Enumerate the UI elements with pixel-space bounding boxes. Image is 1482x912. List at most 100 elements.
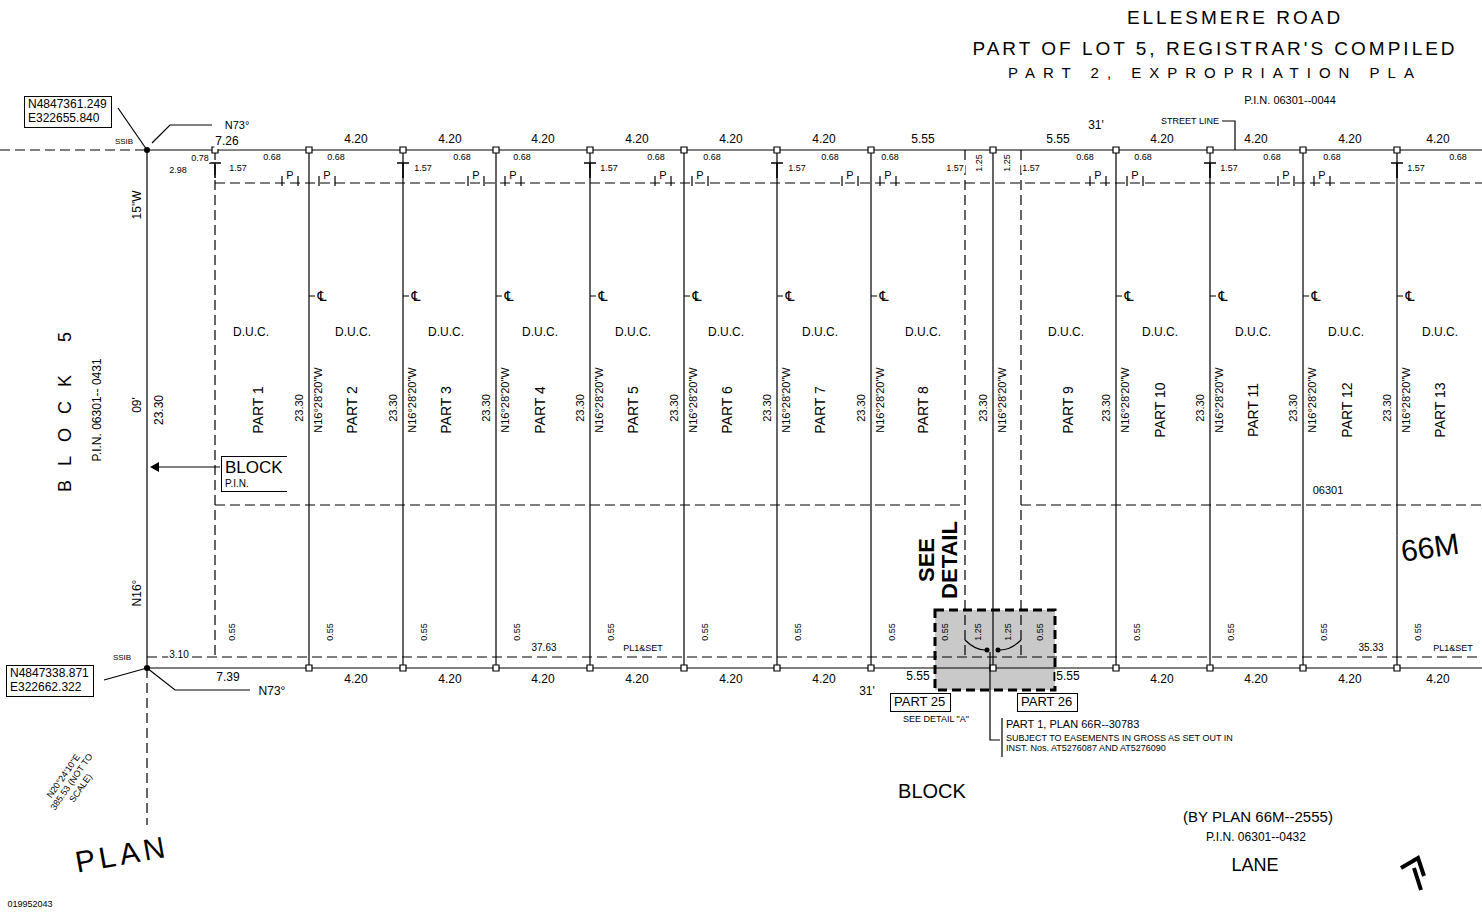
part-label: PART 7 — [812, 385, 828, 434]
lot-line — [309, 150, 1397, 668]
parking-mark: P — [322, 169, 331, 182]
unit-note: D.U.C. — [1141, 326, 1179, 340]
centre-line-mark: ℄ — [1311, 288, 1322, 304]
dimension: 37.63 — [530, 642, 557, 654]
dimension: 0.68 — [326, 152, 346, 162]
bearing: N16°28'20"W — [1400, 366, 1413, 433]
dimension: 1.25 — [973, 622, 983, 642]
monument-note: SSIB — [112, 653, 132, 662]
leader-line — [104, 108, 1235, 690]
bearing: N16° — [131, 579, 145, 608]
unit-note: D.U.C. — [334, 326, 372, 340]
dimension: 5.55 — [905, 670, 930, 684]
centre-line-mark: ℄ — [879, 288, 890, 304]
dimension: 23.30 — [387, 393, 400, 423]
dimension: 4.20 — [1149, 133, 1174, 147]
dimension: 1.25 — [1002, 153, 1012, 173]
block-label: BLOCK 5 — [55, 317, 76, 493]
centre-line-mark: ℄ — [1124, 288, 1135, 304]
dimension: 1.57 — [413, 163, 433, 173]
part-label: PART 2 — [344, 385, 360, 434]
dimension: 23.30 — [574, 393, 587, 423]
dimension: 0.55 — [227, 622, 237, 642]
parking-mark: P — [508, 169, 517, 182]
dimension: 4.20 — [343, 673, 368, 687]
bearing: N16°28'20"W — [1213, 366, 1226, 433]
parking-mark: P — [658, 169, 667, 182]
arrow-head — [150, 462, 159, 472]
bearing: N16°28'20"W — [499, 366, 512, 433]
plan-title: PART 2, EXPROPRIATION PLA — [1007, 64, 1423, 81]
dimension: 4.20 — [530, 133, 555, 147]
dimension: 4.20 — [718, 673, 743, 687]
unit-note: D.U.C. — [1421, 326, 1459, 340]
sheet-number: 019952043 — [6, 899, 53, 909]
dimension: 4.20 — [437, 133, 462, 147]
dimension: 23.30 — [1287, 393, 1300, 423]
part-box: PART 25 — [890, 693, 951, 712]
detail-point — [985, 648, 990, 653]
dimension: 4.20 — [1149, 673, 1174, 687]
monument-symbol — [212, 147, 1400, 671]
bearing: N73° — [258, 685, 287, 699]
dimension: 4.20 — [811, 133, 836, 147]
parking-mark: P — [1317, 169, 1326, 182]
dimension: 0.55 — [512, 622, 522, 642]
dimension: 0.55 — [700, 622, 710, 642]
dimension: 0.68 — [1075, 152, 1095, 162]
bearing: N16°28'20"W — [312, 366, 325, 433]
part-label: PART 9 — [1060, 385, 1076, 434]
dimension: 0.68 — [452, 152, 472, 162]
dimension: 23.30 — [153, 394, 167, 426]
dimension: 5.55 — [1045, 133, 1070, 147]
dimension: 0.68 — [820, 152, 840, 162]
part-label: PART 4 — [532, 385, 548, 434]
node-text: PART 25 — [894, 695, 947, 710]
centre-line-mark: ℄ — [504, 288, 515, 304]
plan-number: 66M — [1398, 527, 1463, 570]
pin-number: 06301 — [1312, 484, 1345, 497]
part-label: PART 6 — [719, 385, 735, 434]
dimension: 23.30 — [1100, 393, 1113, 423]
part-box: PART 26 — [1017, 693, 1078, 712]
node-text: BLOCK — [225, 458, 284, 478]
monument-note: SSIB — [114, 137, 134, 146]
parking-mark: P — [695, 169, 704, 182]
centre-leader — [309, 295, 1403, 296]
centre-line-mark: ℄ — [317, 288, 328, 304]
dimension: 0.68 — [646, 152, 666, 162]
dimension: 0.68 — [1262, 152, 1282, 162]
dimension: 4.20 — [530, 673, 555, 687]
easement-note: PART 1, PLAN 66R--30783 — [1005, 718, 1140, 731]
parking-mark: P — [883, 169, 892, 182]
dimension: 23.30 — [761, 393, 774, 423]
survey-bar — [144, 665, 150, 671]
parking-mark: P — [471, 169, 480, 182]
dimension: 5.55 — [910, 133, 935, 147]
dashed-line — [0, 150, 1482, 825]
dimension: 7.39 — [215, 671, 240, 685]
plan-label: PLAN — [72, 830, 173, 881]
centre-line-mark: ℄ — [411, 288, 422, 304]
pin-number: P.I.N. 06301--0432 — [1205, 831, 1307, 845]
dimension: 0.55 — [1035, 622, 1045, 642]
bearing: N16°28'20"W — [406, 366, 419, 433]
unit-note: D.U.C. — [427, 326, 465, 340]
dimension: 1.25 — [1003, 622, 1013, 642]
centre-line-mark: ℄ — [785, 288, 796, 304]
centre-line-mark: ℄ — [692, 288, 703, 304]
parking-tick — [282, 176, 1330, 186]
dimension: 0.78 — [190, 153, 210, 163]
unit-note: D.U.C. — [1234, 326, 1272, 340]
leader-note: STREET LINE — [1160, 116, 1220, 126]
part-label: PART 3 — [438, 385, 454, 434]
bearing: 09' — [131, 396, 145, 414]
unit-note: D.U.C. — [1047, 326, 1085, 340]
dimension: 35.33 — [1357, 642, 1384, 654]
dimension: 1.57 — [599, 163, 619, 173]
unit-note: D.U.C. — [521, 326, 559, 340]
unit-note: D.U.C. — [1327, 326, 1365, 340]
monument-note: PL1&SET — [1432, 643, 1474, 653]
dimension: 2.98 — [168, 165, 188, 175]
